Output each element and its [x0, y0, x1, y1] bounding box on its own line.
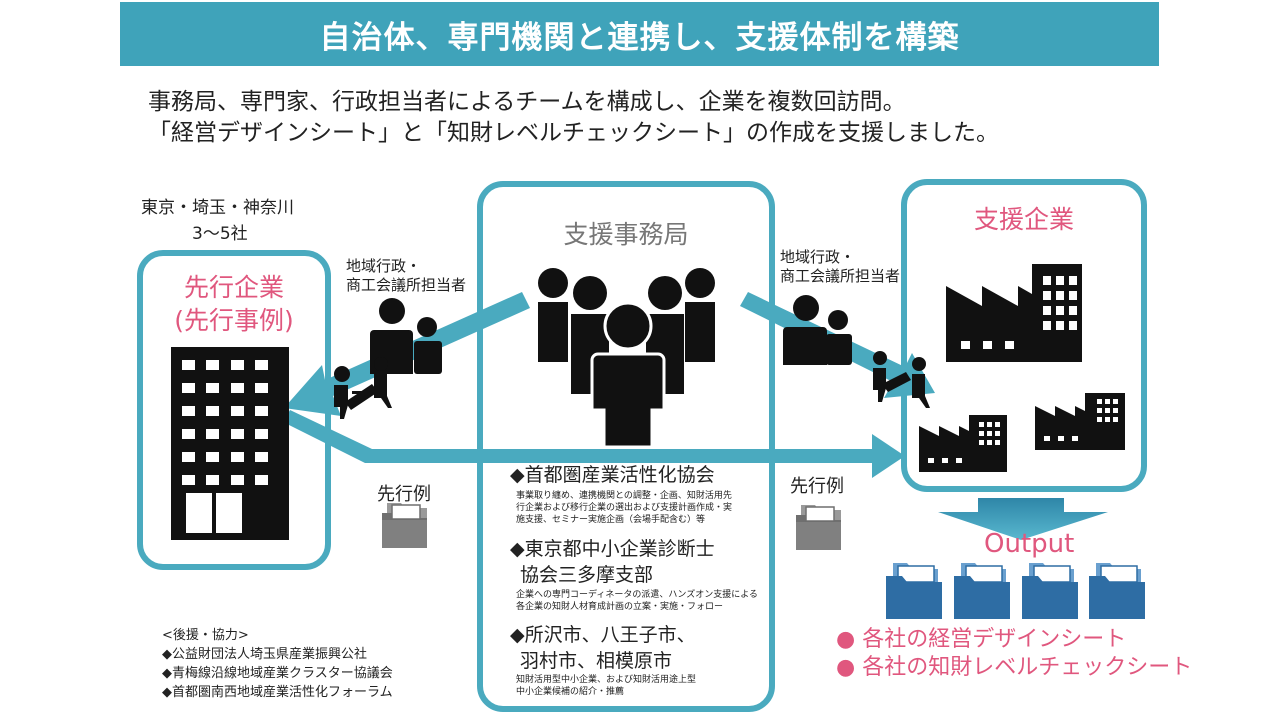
factory-small-left-icon [919, 415, 1007, 472]
left-gov-label-2: 商工会議所担当者 [346, 276, 467, 294]
org-3-name: ◆所沢市、八王子市、 [510, 624, 696, 646]
left-meeting-icon [334, 357, 392, 419]
org-1-desc-1: 事業取り纏め、連携機関との調整・企画、知財活用先 [516, 491, 732, 501]
right-officials-icon [783, 295, 852, 365]
support-item-1: ◆公益財団法人埼玉県産業振興公社 [162, 647, 367, 662]
right-gov-label-2: 商工会議所担当者 [780, 267, 901, 285]
supported-company-title: 支援企業 [973, 205, 1074, 234]
folder-blue-3-icon [1022, 563, 1078, 619]
org-3-name-2: 羽村市、相模原市 [520, 650, 673, 672]
region-label: 東京・埼玉・神奈川 [141, 198, 294, 218]
support-item-2: ◆青梅線沿線地域産業クラスター協議会 [162, 666, 393, 681]
right-meeting-icon [873, 351, 930, 408]
factory-small-right-icon [1035, 393, 1125, 450]
left-gov-label-1: 地域行政・ [346, 257, 422, 275]
org-1-desc-2: 行企業および移行企業の選出および支援計画作成・実 [516, 503, 733, 513]
leading-company-subtitle: (先行事例) [174, 306, 294, 335]
right-gov-label-1: 地域行政・ [780, 248, 856, 266]
org-1-name: ◆首都圏産業活性化協会 [510, 464, 715, 486]
leading-company-title: 先行企業 [183, 273, 284, 302]
right-folder-label: 先行例 [790, 476, 844, 497]
folder-blue-2-icon [954, 563, 1010, 619]
org-3-desc-1: 知財活用型中小企業、および知財活用途上型 [516, 675, 697, 685]
left-folder-label: 先行例 [377, 484, 431, 505]
org-2-desc-2: 各企業の知財人材育成計画の立案・実施・フォロー [516, 602, 724, 612]
company-count: 3～5社 [192, 224, 248, 244]
arrow-bottom-to-supported [283, 410, 905, 478]
folder-gray-right-icon [796, 505, 841, 550]
output-arrow-icon [938, 498, 1108, 540]
output-item-2: ● 各社の知財レベルチェックシート [836, 655, 1193, 680]
support-office-title: 支援事務局 [563, 220, 689, 249]
org-2-desc-1: 企業への専門コーディネータの派遣、ハンズオン支援による [516, 590, 758, 600]
support-heading: <後援・協力> [162, 628, 249, 643]
folder-blue-1-icon [886, 563, 942, 619]
intro-line-1: 事務局、専門家、行政担当者によるチームを構成し、企業を複数回訪問。 [148, 89, 906, 115]
page-title: 自治体、専門機関と連携し、支援体制を構築 [120, 2, 1159, 66]
folder-gray-left-icon [382, 503, 427, 548]
output-item-1: ● 各社の経営デザインシート [836, 627, 1127, 652]
org-2-name-2: 協会三多摩支部 [520, 564, 654, 586]
factory-large-icon [946, 264, 1082, 362]
intro-line-2: 「経営デザインシート」と「知財レベルチェックシート」の作成を支援しました。 [148, 120, 999, 146]
support-item-3: ◆首都圏南西地域産業活性化フォーラム [162, 685, 393, 700]
folder-blue-4-icon [1089, 563, 1145, 619]
output-label: Output [984, 529, 1075, 559]
org-2-name: ◆東京都中小企業診断士 [510, 538, 715, 560]
office-building-icon [171, 347, 289, 540]
staff-leader-icon [590, 301, 666, 449]
org-3-desc-2: 中小企業候補の紹介・推薦 [516, 687, 625, 697]
org-1-desc-3: 施支援、セミナー実施企画（会場手配含む）等 [516, 515, 706, 525]
